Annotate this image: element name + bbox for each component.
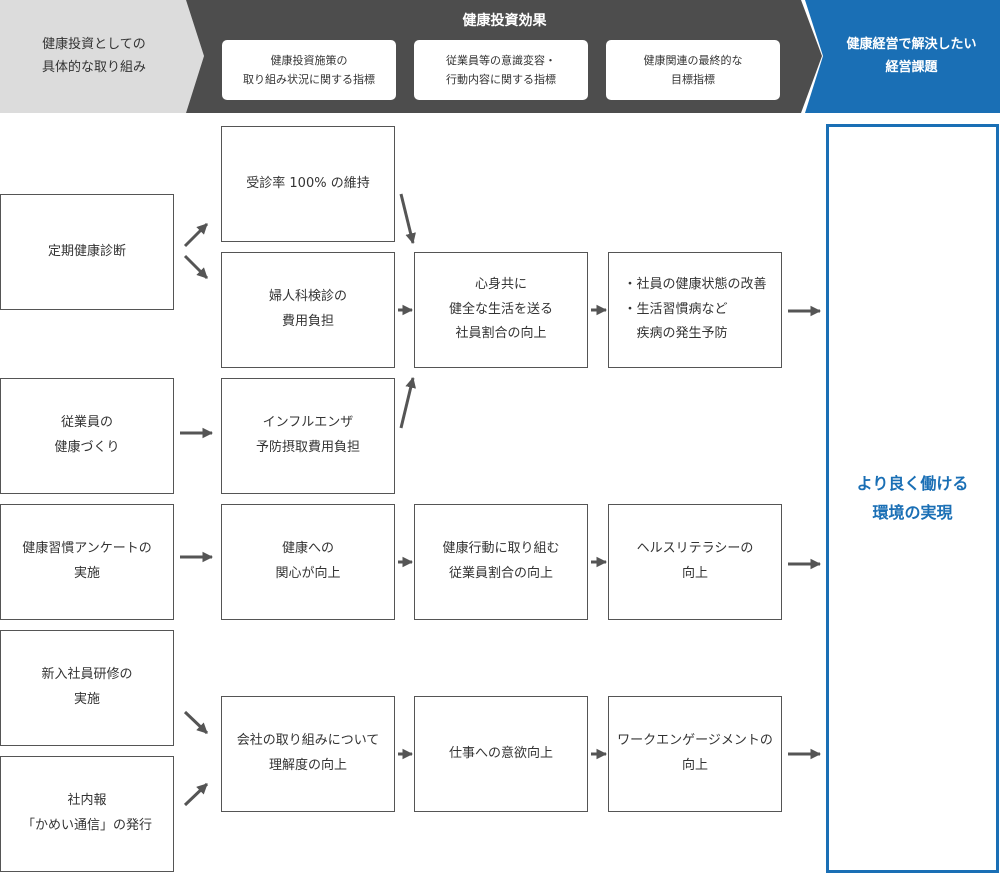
outcome-health-improvement: ・社員の健康状態の改善 ・生活習慣病など 疾病の発生予防 (608, 252, 782, 368)
arrow-training-to-understanding (183, 710, 209, 735)
header-business-issue-label: 健康経営で解決したい 経営課題 (846, 37, 977, 75)
arrow-rate-to-healthy-life (399, 193, 416, 245)
arrow-checkup-to-gyn (183, 254, 209, 280)
header-sub-behaviors: 従業員等の意識変容・ 行動内容に関する指標 (414, 40, 588, 100)
behavior-work-motivation: 仕事への意欲向上 (414, 696, 588, 812)
indicator-flu-vaccine-cost: インフルエンザ 予防摂取費用負担 (221, 378, 395, 494)
initiative-health-survey: 健康習慣アンケートの 実施 (0, 504, 174, 620)
initiative-new-hire-training: 新入社員研修の 実施 (0, 630, 174, 746)
header-initiatives-shape (0, 0, 204, 113)
initiative-employee-health: 従業員の 健康づくり (0, 378, 174, 494)
initiative-health-checkup: 定期健康診断 (0, 194, 174, 310)
header-sub-indicators: 健康投資施策の 取り組み状況に関する指標 (222, 40, 396, 100)
header-effects-title: 健康投資効果 (462, 13, 547, 29)
header-sub-outcomes: 健康関連の最終的な 目標指標 (606, 40, 780, 100)
outcome-work-engagement: ワークエンゲージメントの 向上 (608, 696, 782, 812)
behavior-healthy-life: 心身共に 健全な生活を送る 社員割合の向上 (414, 252, 588, 368)
arrow-newsletter-to-understanding (183, 782, 209, 807)
header-initiatives-label: 健康投資としての 具体的な取り組み (41, 37, 146, 75)
goal-better-workplace: より良く働ける 環境の実現 (826, 124, 999, 873)
indicator-understanding: 会社の取り組みについて 理解度の向上 (221, 696, 395, 812)
header-business-issue: 健康経営で解決したい 経営課題 (805, 0, 1000, 113)
behavior-health-action: 健康行動に取り組む 従業員割合の向上 (414, 504, 588, 620)
indicator-checkup-rate: 受診率 100% の維持 (221, 126, 395, 242)
header-initiatives: 健康投資としての 具体的な取り組み (0, 0, 205, 113)
arrow-checkup-to-rate (183, 222, 209, 248)
header-business-issue-shape (805, 0, 1000, 113)
header-effects: 健康投資効果 健康投資施策の 取り組み状況に関する指標 従業員等の意識変容・ 行… (186, 0, 823, 113)
arrow-flu-to-healthy-life (399, 376, 416, 429)
outcome-health-literacy: ヘルスリテラシーの 向上 (608, 504, 782, 620)
indicator-gyn-exam-cost: 婦人科検診の 費用負担 (221, 252, 395, 368)
initiative-newsletter: 社内報 「かめい通信」の発行 (0, 756, 174, 872)
indicator-health-interest: 健康への 関心が向上 (221, 504, 395, 620)
